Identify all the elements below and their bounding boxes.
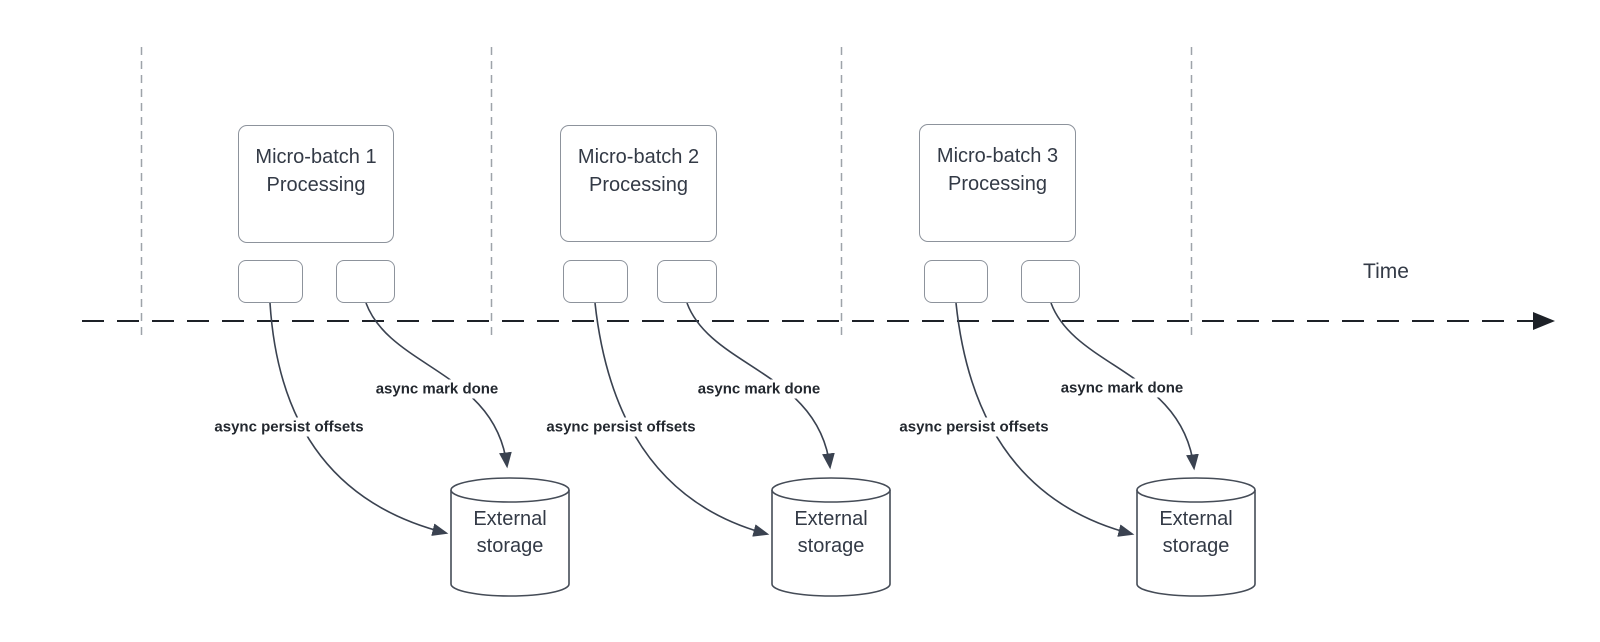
mark-done-arrow (1050, 302, 1199, 471)
persist-offsets-arrow-label: async persist offsets (541, 417, 701, 437)
persist-offsets-task-box (238, 260, 303, 303)
persist-offsets-task-box (563, 260, 628, 303)
storage-cylinder-icon (1136, 477, 1256, 597)
external-storage-label: External storage (1159, 508, 1233, 557)
persist-offsets-arrow (269, 302, 449, 536)
cylinder-top (450, 477, 570, 503)
cylinder-body (1136, 490, 1256, 597)
processing-box: Micro-batch 2 Processing (560, 125, 717, 242)
external-storage-label: External storage (473, 508, 547, 557)
mark-done-arrow (686, 302, 835, 470)
mark-done-arrow-label: async mark done (370, 379, 504, 399)
cylinder-top (771, 477, 891, 503)
mark-done-task-box (336, 260, 395, 303)
external-storage-cylinders (450, 477, 1256, 597)
cylinder-top (1136, 477, 1256, 503)
persist-offsets-task-box (924, 260, 988, 303)
cylinder-body (450, 490, 570, 597)
interval-guide-lines (140, 47, 1193, 338)
storage-cylinder-icon (771, 477, 891, 597)
processing-box: Micro-batch 3 Processing (919, 124, 1076, 242)
mark-done-task-box (657, 260, 717, 303)
mark-done-arrow-label: async mark done (1055, 378, 1189, 398)
mark-done-arrow-label: async mark done (692, 379, 826, 399)
persist-offsets-arrow-label: async persist offsets (209, 417, 369, 437)
processing-box: Micro-batch 1 Processing (238, 125, 394, 243)
mark-done-arrow (365, 302, 512, 469)
persist-offsets-arrow-label: async persist offsets (894, 417, 1054, 437)
external-storage-label: External storage (794, 508, 868, 557)
persist-offsets-arrow (955, 302, 1135, 537)
cylinder-body (771, 490, 891, 597)
storage-cylinder-icon (450, 477, 570, 597)
persist-offsets-arrow (594, 302, 770, 537)
mark-done-task-box (1021, 260, 1080, 303)
time-axis-label: Time (1363, 260, 1409, 283)
